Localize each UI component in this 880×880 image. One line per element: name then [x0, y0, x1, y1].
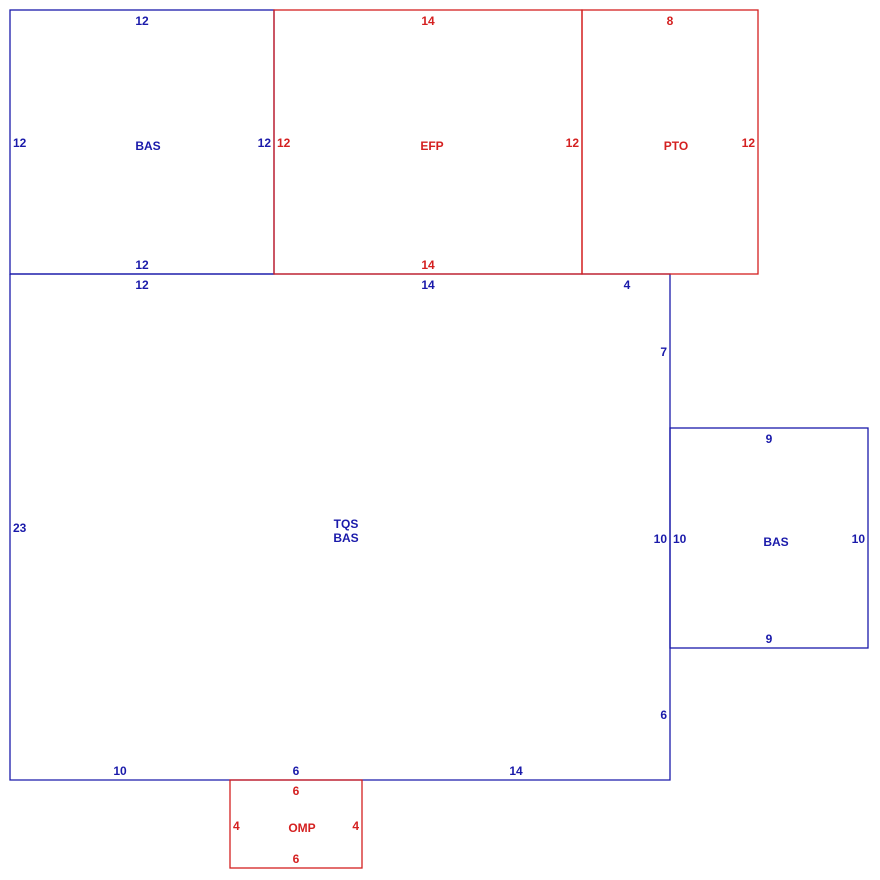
pto-code: PTO	[664, 139, 688, 153]
omp-dim-bottom: 6	[293, 852, 300, 866]
main-dim-top-a: 12	[135, 278, 149, 292]
bas-top-dim-top: 12	[135, 14, 149, 28]
omp-dim-top: 6	[293, 784, 300, 798]
bas-top-dim-bottom: 12	[135, 258, 149, 272]
efp-code: EFP	[420, 139, 443, 153]
omp-code: OMP	[288, 821, 315, 835]
main-dim-right-mid: 10	[654, 532, 668, 546]
pto-dim-right: 12	[742, 136, 756, 150]
bas-right-outline	[669, 427, 869, 649]
omp-dim-right: 4	[352, 819, 359, 833]
omp-dim-left: 4	[233, 819, 240, 833]
main-code-1: TQS	[334, 517, 359, 531]
bas-right-dim-left: 10	[673, 532, 687, 546]
efp-dim-top: 14	[421, 14, 435, 28]
main-code-2: BAS	[333, 531, 358, 545]
bas-right-dim-right: 10	[852, 532, 866, 546]
main-dim-bottom-b: 6	[293, 764, 300, 778]
main-dim-top-b: 14	[421, 278, 435, 292]
efp-dim-left: 12	[277, 136, 291, 150]
bas-right-dim-bottom: 9	[766, 632, 773, 646]
main-dim-left: 23	[13, 521, 27, 535]
bas-right-dim-top: 9	[766, 432, 773, 446]
main-dim-top-c: 4	[624, 278, 631, 292]
omp-outline	[229, 779, 363, 869]
efp-dim-right: 12	[566, 136, 580, 150]
main-dim-bottom-a: 10	[113, 764, 127, 778]
bas-right-code: BAS	[763, 535, 788, 549]
main-dim-bottom-c: 14	[509, 764, 523, 778]
bas-top-code: BAS	[135, 139, 160, 153]
pto-dim-top: 8	[667, 14, 674, 28]
main-dim-right-upper: 7	[660, 345, 667, 359]
bas-top-dim-left: 12	[13, 136, 27, 150]
main-dim-right-lower: 6	[660, 708, 667, 722]
efp-dim-bottom: 14	[421, 258, 435, 272]
bas-top-dim-right: 12	[258, 136, 272, 150]
pto-outline	[581, 9, 759, 275]
